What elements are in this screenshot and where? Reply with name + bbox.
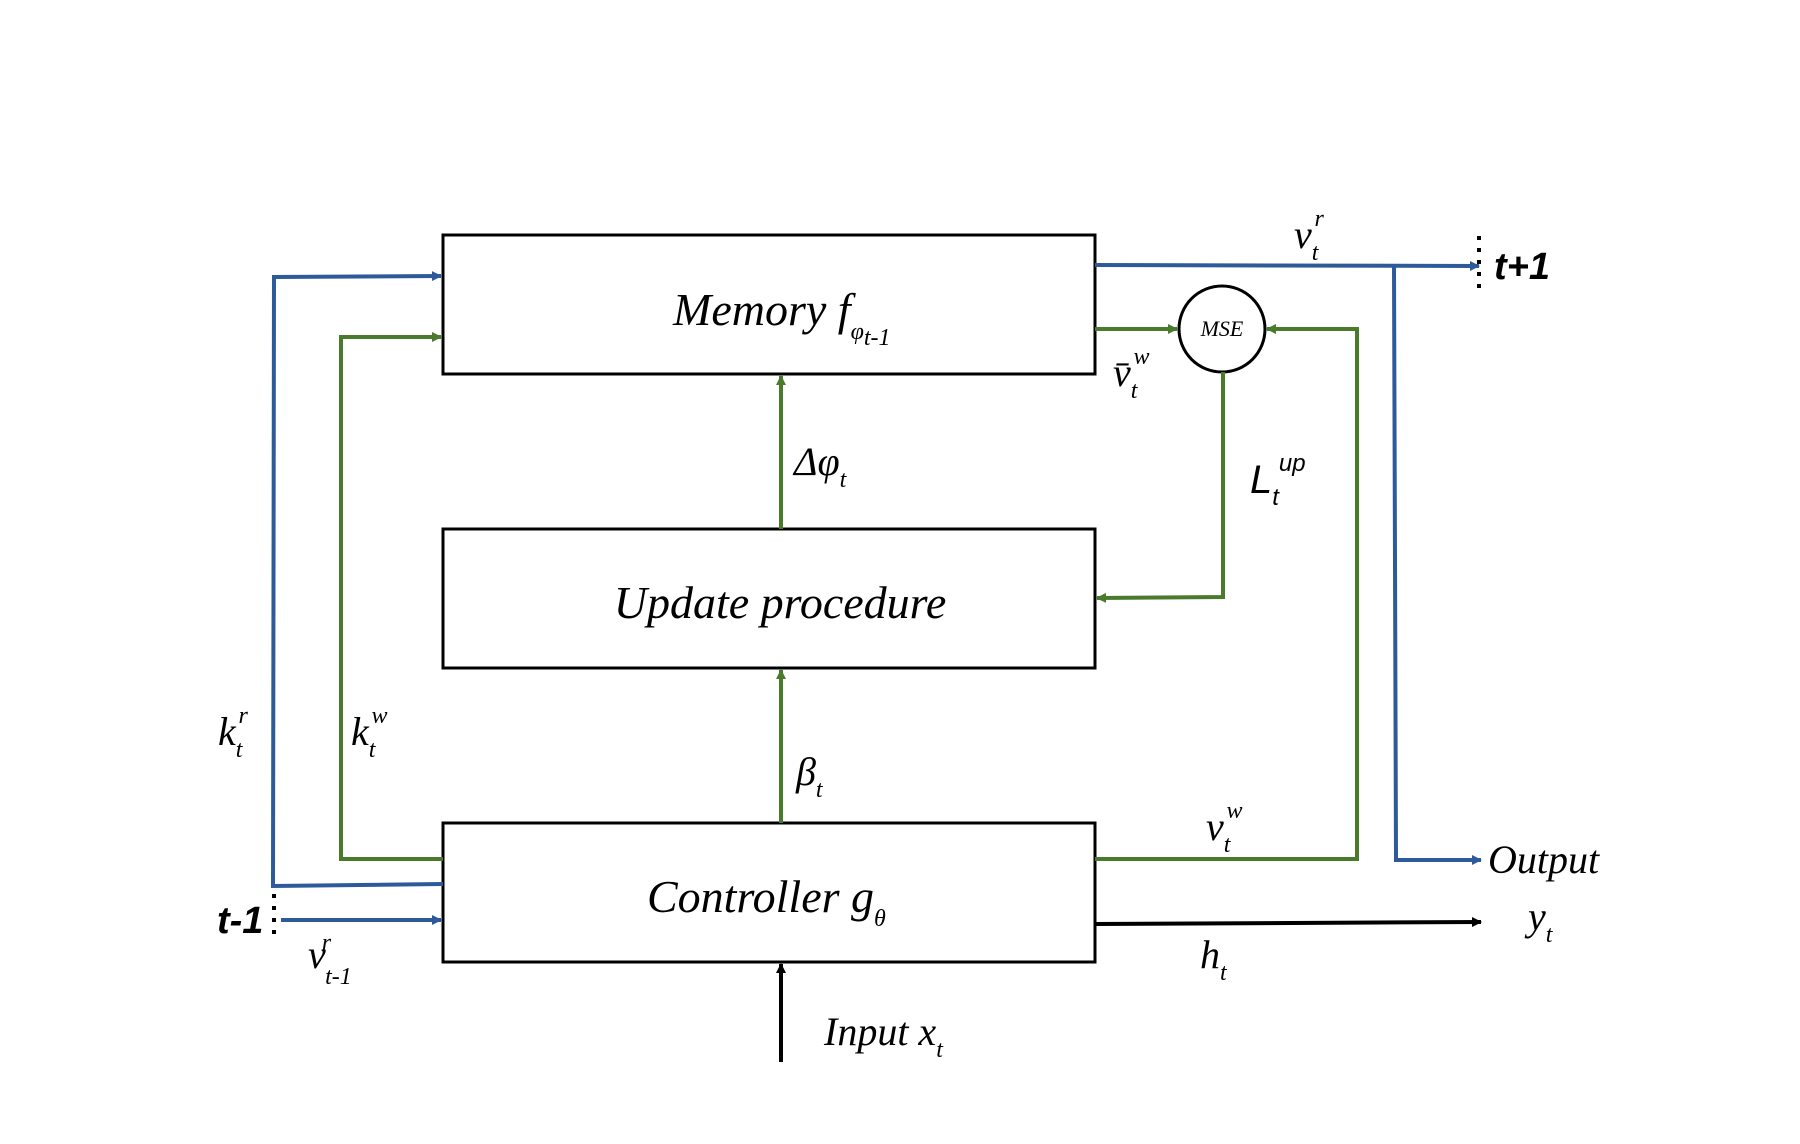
controller-label: Controller gθ: [647, 871, 886, 932]
memory-label: Memory fφt-1: [672, 284, 891, 351]
write-value-label: vtw: [1206, 798, 1242, 858]
predicted-value-label: v̄tw: [1113, 344, 1149, 404]
t-plus-1-label: t+1: [1494, 246, 1550, 288]
delta-phi-label: Δφt: [792, 439, 848, 493]
key-write-label: ktw: [351, 703, 387, 763]
read-value-arrow: [1094, 260, 1480, 271]
beta-label: βt: [795, 749, 824, 803]
loss-arrow: [1096, 372, 1225, 603]
t-minus-1-label: t-1: [217, 900, 263, 942]
output-label: Output: [1488, 837, 1600, 882]
hidden-state-label: ht: [1200, 932, 1228, 986]
controller-box: Controller gθ: [441, 821, 1097, 964]
update-procedure-box: Update procedure: [441, 527, 1097, 670]
read-value-label: vtr: [1294, 206, 1324, 266]
output-arrow: [1392, 265, 1482, 865]
yt-label: yt: [1524, 894, 1554, 948]
key-read-arrow: [270, 271, 444, 889]
write-value-arrow: [1095, 324, 1359, 861]
key-write-arrow: [339, 332, 443, 861]
yt-arrow: [1094, 917, 1482, 928]
memory-box: Memory fφt-1: [441, 233, 1097, 376]
input-label: Input xt: [823, 1009, 944, 1063]
update-procedure-label: Update procedure: [614, 577, 947, 628]
mse-label: MSE: [1200, 316, 1244, 341]
mse-node: MSE: [1177, 284, 1267, 374]
loss-label: Ltup: [1250, 450, 1306, 511]
key-read-label: ktr: [218, 703, 248, 763]
